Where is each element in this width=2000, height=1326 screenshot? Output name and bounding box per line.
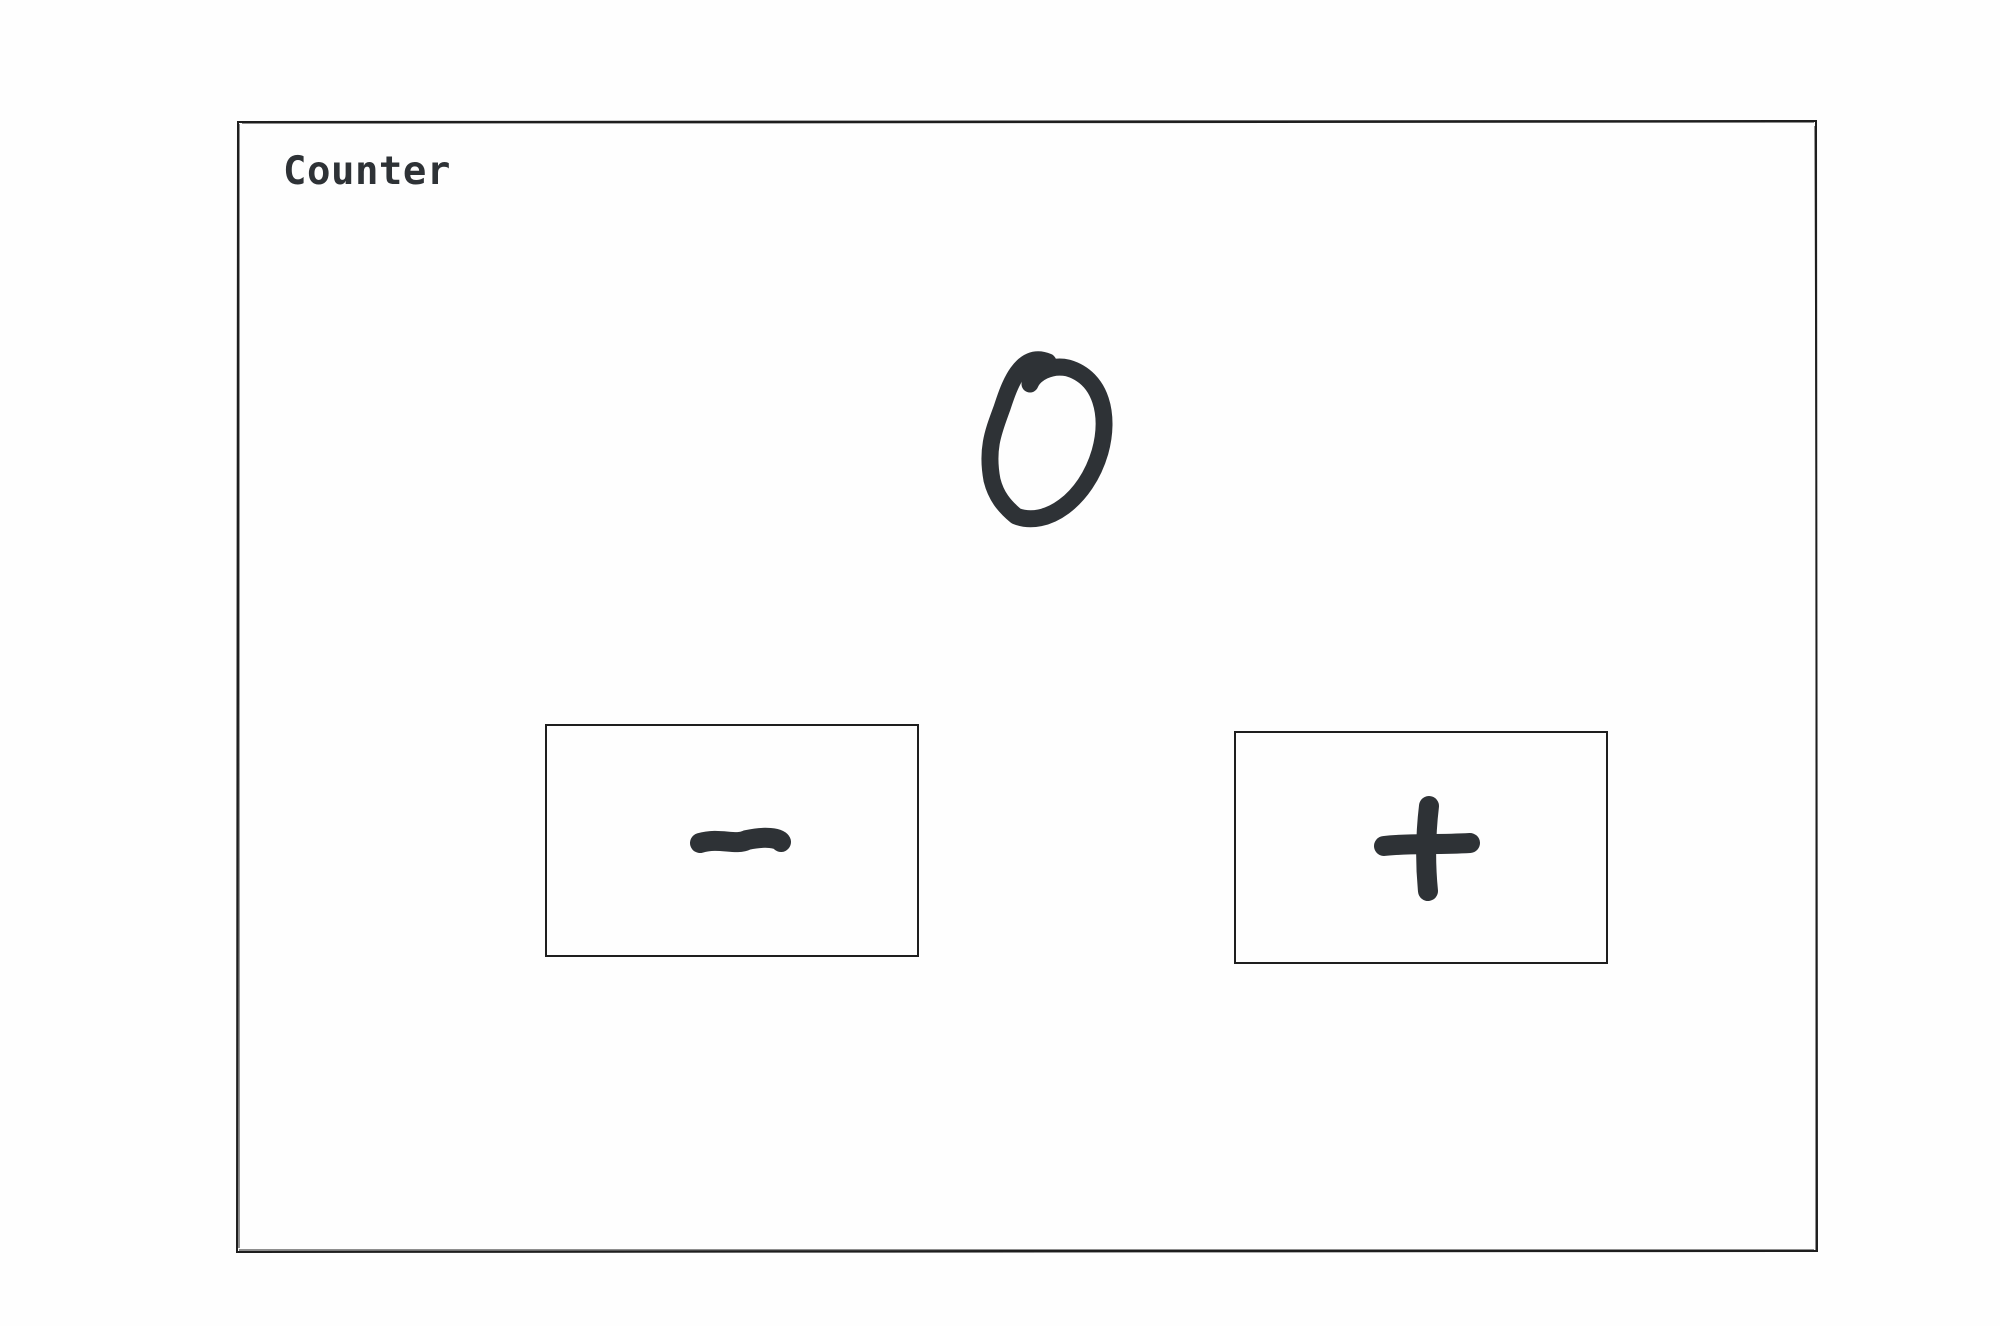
window-title: Counter: [283, 149, 451, 194]
counter-value-glyph: [981, 351, 1113, 528]
decrement-button[interactable]: -: [545, 724, 919, 957]
decrement-button-frame: [545, 724, 919, 957]
increment-button-frame: [1234, 731, 1608, 964]
counter-value: 0: [900, 320, 1200, 620]
minus-icon: [690, 827, 791, 853]
plus-icon: [1374, 796, 1480, 901]
increment-button[interactable]: +: [1234, 731, 1608, 964]
window-frame: [236, 120, 1818, 1253]
